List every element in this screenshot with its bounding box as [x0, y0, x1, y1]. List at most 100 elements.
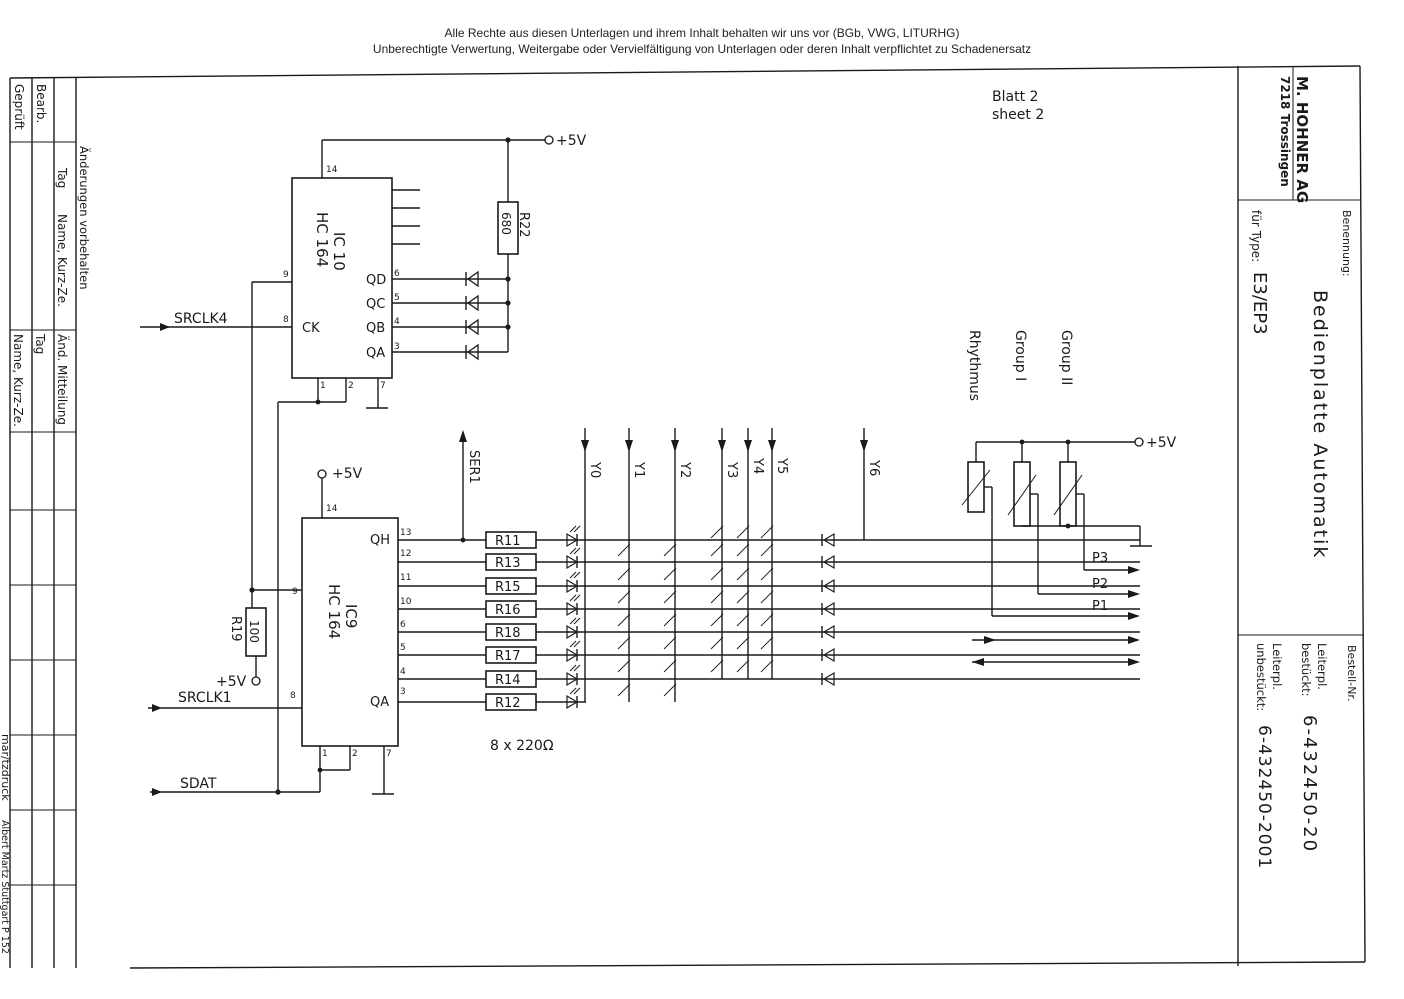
- type-label: für Type:: [1249, 210, 1263, 262]
- bestell-nr-bestueckt: 6-432450-20: [1299, 715, 1320, 853]
- ic10-qc-label: QC: [366, 297, 385, 312]
- ic10-pin-6: 6: [394, 269, 400, 279]
- bestell-label: Bestell-Nr.: [1345, 645, 1358, 701]
- ic10-pin-3: 3: [394, 342, 400, 352]
- header-rights-notice: Alle Rechte aus diesen Unterlagen und ih…: [444, 26, 960, 40]
- led-matrix: R11 R13 R15 R16 R18 R17 R14 R12 8 x 220Ω: [398, 428, 1140, 754]
- printer-logo: mar∕tzdruck: [0, 734, 12, 801]
- leiterpl-label-1: Leiterpl.: [1315, 643, 1329, 690]
- unbestueckt-label: unbestückt:: [1254, 643, 1268, 711]
- vcc-r19-label: +5V: [216, 674, 247, 690]
- svg-text:11: 11: [400, 573, 411, 583]
- company-city: 7218 Trossingen: [1278, 76, 1292, 187]
- ic10-pin-2: 2: [348, 381, 354, 391]
- r16-label: R16: [495, 603, 521, 618]
- r13-label: R13: [495, 556, 521, 571]
- company-name: M. HOHNER AG: [1293, 76, 1311, 203]
- sheet-label: sheet 2: [992, 107, 1044, 123]
- vcc-pots-label: +5V: [1146, 435, 1177, 451]
- y4-label: Y4: [750, 457, 765, 474]
- matrix-switches: [617, 525, 774, 697]
- ic9: IC9 HC 164 +5V 14 QH QA 9 8 1 2 7 13 12 …: [148, 466, 412, 795]
- y2-label: Y2: [677, 461, 692, 478]
- leiterpl-label-2: Leiterpl.: [1270, 643, 1284, 690]
- type-value: E3/EP3: [1249, 272, 1270, 335]
- ic10-type: HC 164: [313, 212, 331, 267]
- y5-label: Y5: [774, 457, 789, 474]
- drawing-frame: [9, 65, 1366, 969]
- resistor-array-note: 8 x 220Ω: [490, 738, 554, 754]
- matrix-leds: [566, 525, 581, 710]
- r11-label: R11: [495, 534, 521, 549]
- ic10-qd-label: QD: [366, 273, 386, 288]
- ic9-qh-label: QH: [370, 533, 390, 548]
- ic10-ck-label: CK: [302, 321, 320, 336]
- y1-label: Y1: [631, 461, 646, 478]
- svg-text:4: 4: [400, 667, 406, 677]
- bearb-label: Bearb.: [34, 84, 48, 123]
- ic10-qa-label: QA: [366, 346, 385, 361]
- ic10-name: IC 10: [330, 232, 348, 271]
- r19-name: R19: [228, 616, 243, 642]
- name2-label: Name, Kurz-Ze.: [11, 334, 25, 427]
- p2-label: P2: [1092, 577, 1108, 592]
- name-label: Name, Kurz-Ze.: [55, 214, 69, 307]
- aend-mitteilung-label: Änd. Mitteilung: [55, 334, 70, 425]
- ic9-qa-label: QA: [370, 695, 389, 710]
- ic10-pin-5: 5: [394, 293, 400, 303]
- svg-text:10: 10: [400, 597, 412, 607]
- rhythmus-label: Rhythmus: [966, 330, 982, 401]
- pot-group-i: [1013, 461, 1031, 527]
- row-wires: [398, 539, 1140, 703]
- r22-name: R22: [516, 212, 531, 238]
- ic9-pin-14: 14: [326, 504, 338, 514]
- potentiometer-section: Group II Group I Rhythmus +5V P3 P2: [961, 330, 1177, 620]
- sdat-label: SDAT: [180, 776, 217, 792]
- printer-mark: Albert Martz Stuttgart P 152: [0, 820, 10, 954]
- ic9-pin-1: 1: [322, 749, 328, 759]
- ic10-pin-14: 14: [326, 165, 338, 175]
- ic10-output-diodes: [465, 270, 479, 361]
- ic9-output-pin-numbers: 13 12 11 10 6 5 4 3: [400, 528, 412, 697]
- svg-text:6: 6: [400, 620, 406, 630]
- p3-label: P3: [1092, 551, 1108, 566]
- ic10-pin-8: 8: [283, 315, 289, 325]
- r12-label: R12: [495, 696, 521, 711]
- vcc-ic9-label: +5V: [332, 466, 363, 482]
- ic10-pin-9: 9: [283, 270, 289, 280]
- svg-text:3: 3: [400, 687, 406, 697]
- ic9-pin-9: 9: [292, 587, 298, 597]
- ic9-pin-7: 7: [386, 749, 392, 759]
- svg-text:13: 13: [400, 528, 411, 538]
- p1-label: P1: [1092, 599, 1108, 614]
- benennung-label: Benennung:: [1340, 210, 1353, 277]
- bestueckt-label: bestückt:: [1299, 643, 1313, 697]
- group-ii-label: Group II: [1058, 330, 1074, 385]
- svg-text:12: 12: [400, 549, 411, 559]
- ser1-label: SER1: [466, 450, 481, 484]
- svg-text:5: 5: [400, 643, 406, 653]
- ic10-pin-7: 7: [380, 381, 386, 391]
- vcc-top-label: +5V: [556, 133, 587, 149]
- r22-value: 680: [499, 212, 513, 235]
- ic9-name: IC9: [342, 604, 360, 628]
- r15-label: R15: [495, 580, 521, 595]
- pot-group-ii: [1059, 461, 1077, 527]
- blatt-label: Blatt 2: [992, 89, 1038, 105]
- ic10-pin-4: 4: [394, 317, 400, 327]
- y3-label: Y3: [724, 461, 739, 478]
- row-resistors: R11 R13 R15 R16 R18 R17 R14 R12: [485, 531, 537, 711]
- r19-value: 100: [247, 620, 261, 643]
- ic10-qb-label: QB: [366, 321, 385, 336]
- r14-label: R14: [495, 673, 521, 688]
- srclk4-label: SRCLK4: [174, 311, 228, 327]
- ic9-pin-2: 2: [352, 749, 358, 759]
- header-liability-notice: Unberechtigte Verwertung, Weitergabe ode…: [372, 42, 1032, 56]
- ic10: IC 10 HC 164 14 6 5 4 3 QD QC QB QA 9 8 …: [140, 139, 545, 409]
- r18-label: R18: [495, 626, 521, 641]
- geprueft-label: Geprüft: [12, 84, 26, 130]
- r17-label: R17: [495, 649, 521, 664]
- ic9-type: HC 164: [325, 584, 343, 639]
- group-i-label: Group I: [1012, 330, 1028, 381]
